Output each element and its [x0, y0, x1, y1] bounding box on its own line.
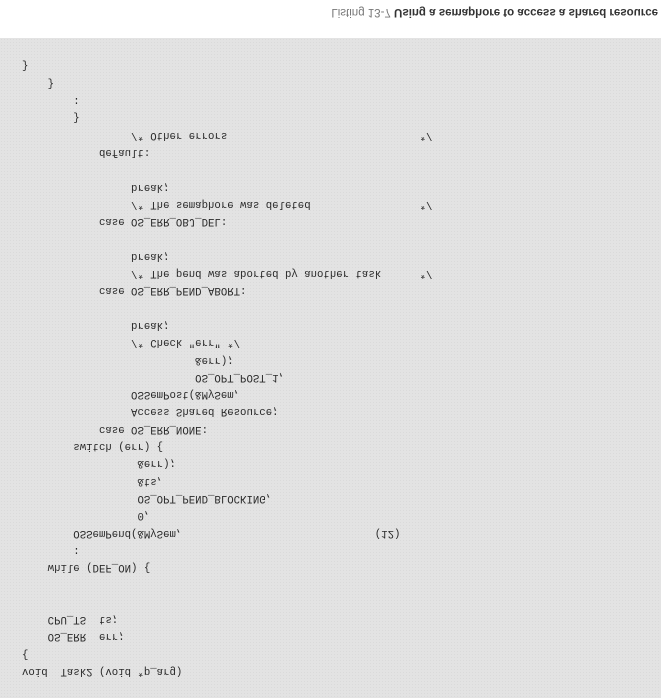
code-line: OSSemPend(&MySem, (12)	[22, 526, 401, 539]
code-line: Access Shared Resource;	[22, 405, 279, 418]
code-line: default:	[22, 146, 151, 158]
code-line: void Task2 (void *p_arg)	[22, 665, 183, 677]
code-line: }	[22, 59, 29, 72]
code-line: OS_ERR err;	[22, 630, 125, 643]
code-line: /* The semaphore was deleted */	[22, 197, 433, 210]
code-line: OSSemPost(&MySem,	[22, 388, 241, 401]
code-line: break;	[22, 319, 170, 331]
code-line: case OS_ERR_OBJ_DEL:	[22, 215, 228, 228]
code-line: {	[22, 647, 29, 660]
code-line: break;	[22, 249, 170, 262]
code-line: :	[22, 94, 80, 107]
code-line: OS_OPT_POST_1,	[22, 370, 285, 383]
code-line: /* Check "err" */	[22, 336, 241, 349]
code-line: CPU_TS ts;	[22, 613, 119, 626]
listing-title: Using a semaphore to access a shared res…	[394, 6, 658, 18]
code-line: }	[22, 111, 80, 124]
listing-number: Listing 13-7	[331, 6, 391, 18]
code-line: &err);	[22, 457, 176, 470]
code-line: }	[22, 76, 55, 89]
code-line: case OS_ERR_PEND_ABORT:	[22, 284, 247, 297]
code-line: /* The pend was aborted by another task …	[22, 267, 433, 280]
code-line: :	[22, 543, 80, 556]
code-listing: void Task2 (void *p_arg) { OS_ERR err; CP…	[0, 38, 661, 698]
code-line: /* Other errors */	[22, 128, 433, 141]
code-line: switch (err) {	[22, 440, 164, 453]
code-line: &err);	[22, 353, 234, 366]
code-line: 0,	[22, 509, 151, 522]
listing-caption: Listing 13-7 Using a semaphore to access…	[331, 6, 658, 18]
code-line: break;	[22, 180, 170, 193]
code-line: case OS_ERR_NONE:	[22, 422, 208, 435]
code-line: while (DEF_ON) {	[22, 561, 151, 574]
code-line: OS_OPT_PEND_BLOCKING,	[22, 492, 273, 504]
code-line: &ts,	[22, 474, 164, 487]
